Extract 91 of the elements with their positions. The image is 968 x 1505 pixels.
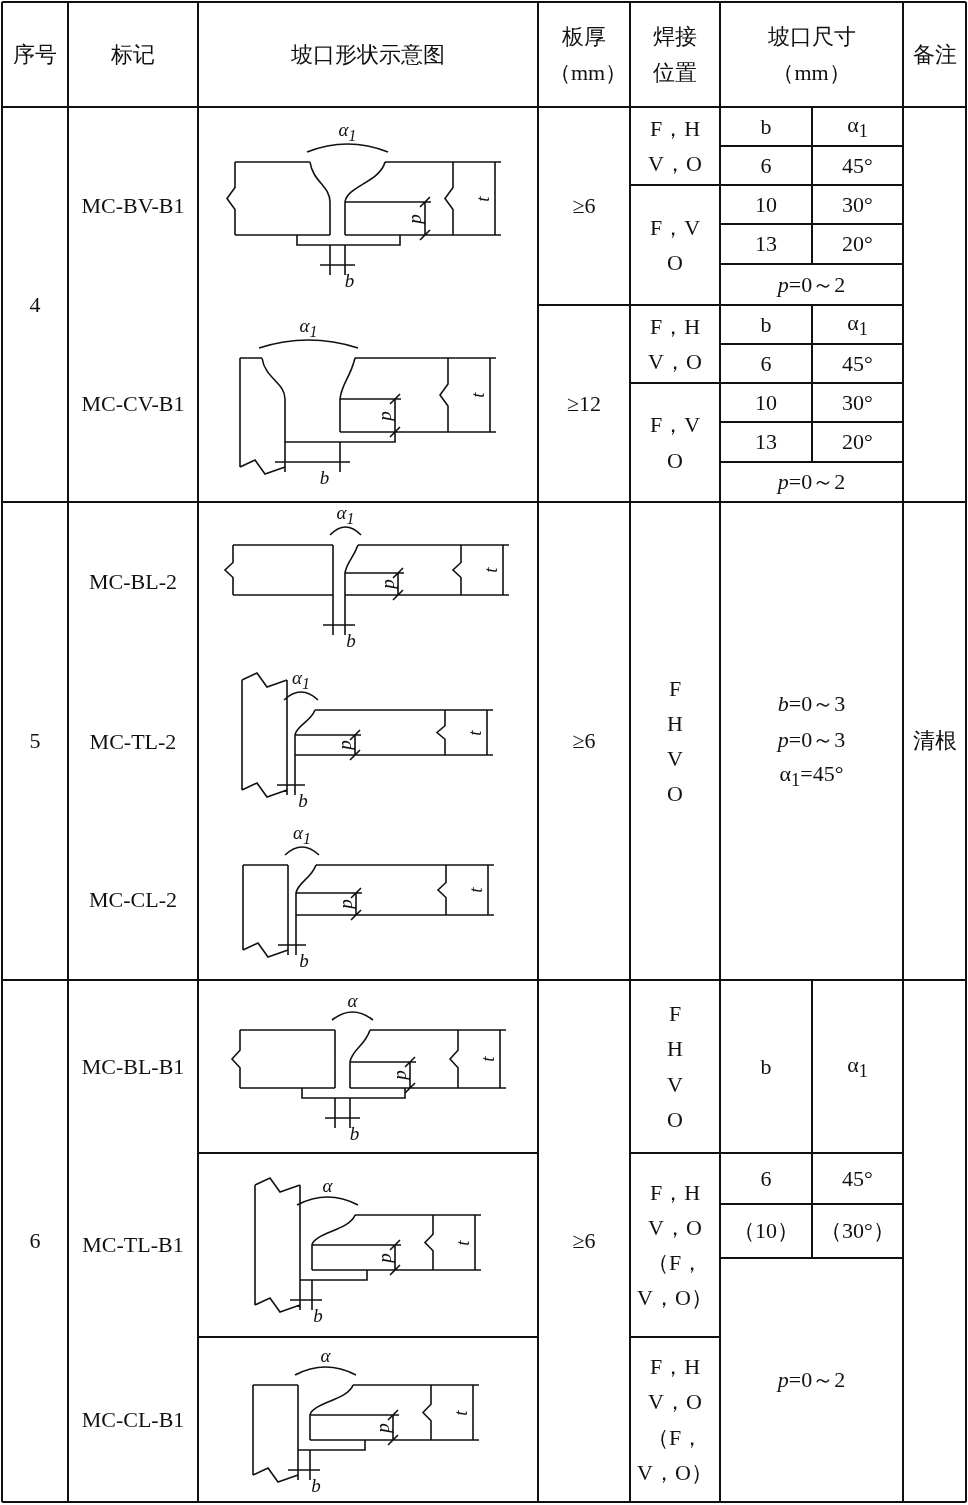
joint-code: MC-CV-B1 <box>81 389 185 418</box>
column-header: 序号 <box>13 40 57 69</box>
dimension-label: t <box>452 1239 472 1246</box>
joint-code: MC-BL-2 <box>89 568 177 597</box>
row-number: 4 <box>29 290 41 319</box>
table-value: 20° <box>842 230 873 259</box>
dimension-label: α$_{1}$ <box>338 120 357 144</box>
thickness-value: ≥6 <box>572 1227 596 1256</box>
table-value: p=0～2 <box>777 468 846 497</box>
table-value: p=0～3 <box>777 726 846 755</box>
table-value: 13 <box>755 428 777 457</box>
column-header: 标记 <box>111 40 155 69</box>
dimension-label: b <box>299 950 309 970</box>
column-header: 备注 <box>912 40 957 69</box>
table-value: （10） <box>733 1217 799 1246</box>
dimension-label: t <box>472 195 492 202</box>
dimension-label: p <box>374 1252 394 1263</box>
table-value: α$_{1}$ <box>847 110 868 144</box>
position-text: F，V O <box>648 213 702 277</box>
table-value: 10 <box>755 190 777 219</box>
table-value: α$_{1}$ <box>847 308 868 342</box>
joint-code: MC-CL-2 <box>89 886 177 915</box>
table-value: 6 <box>760 1164 772 1193</box>
dimension-label: α <box>320 1345 331 1365</box>
table-value: p=0～2 <box>777 1366 846 1395</box>
joint-code: MC-BL-B1 <box>81 1052 185 1081</box>
dimension-label: b <box>349 1123 360 1143</box>
column-header: 坡口尺寸（mm） <box>766 23 857 87</box>
dimension-label: b <box>311 1475 321 1495</box>
thickness-value: ≥12 <box>566 389 602 418</box>
position-text: F H V O <box>666 674 684 809</box>
table-value: 45° <box>842 1164 873 1193</box>
column-header: 坡口形状示意图 <box>291 40 445 69</box>
position-text: F H V O <box>666 1000 684 1134</box>
table-value: α$_{1}$ <box>847 1050 868 1084</box>
position-text: F，H V，O （F，V，O） <box>636 1353 714 1487</box>
dimension-label: t <box>480 567 500 573</box>
table-value: 45° <box>842 151 873 180</box>
thickness-value: ≥6 <box>572 727 596 756</box>
dimension-label: b <box>298 790 308 810</box>
dimension-label: b <box>319 467 330 487</box>
dimension-label: α$_{1}$ <box>292 668 310 692</box>
dimension-label: b <box>313 1305 323 1325</box>
row-number: 5 <box>29 727 41 756</box>
table-value: 45° <box>842 349 873 378</box>
dimension-label: t <box>467 392 487 398</box>
table-value: 6 <box>760 151 772 180</box>
joint-code: MC-TL-B1 <box>82 1231 184 1260</box>
thickness-value: ≥6 <box>572 192 596 221</box>
dimension-label: p <box>335 899 355 909</box>
dimension-label: p <box>404 213 424 224</box>
table-value: 10 <box>755 388 777 417</box>
dimension-label: t <box>465 887 485 893</box>
dimension-label: b <box>346 630 356 650</box>
dimension-label: α <box>347 990 358 1010</box>
table-value: 30° <box>842 190 873 219</box>
table-value: 13 <box>755 230 777 259</box>
table-value: 20° <box>842 428 873 457</box>
row-number: 6 <box>29 1227 41 1256</box>
position-text: F，H V，O <box>647 114 703 178</box>
note-text: 清根 <box>912 727 957 756</box>
dimension-label: t <box>477 1056 497 1062</box>
table-value: p=0～2 <box>777 270 846 299</box>
dimension-label: α$_{1}$ <box>293 823 311 847</box>
column-header: 焊接位置 <box>652 23 698 87</box>
position-text: F，H V，O （F，V，O） <box>636 1178 714 1313</box>
table-value: b <box>760 310 772 339</box>
position-text: F，V O <box>648 411 702 475</box>
column-header: 板厚（mm） <box>549 23 619 87</box>
dimension-label: b <box>344 270 355 290</box>
position-text: F，H V，O <box>647 312 703 376</box>
table-value: 6 <box>760 349 772 378</box>
table-value: b <box>760 1052 772 1081</box>
table-value: 30° <box>842 388 873 417</box>
joint-code: MC-BV-B1 <box>81 192 185 221</box>
dimension-label: α <box>322 1175 333 1195</box>
dimension-label: p <box>389 1070 409 1080</box>
table-value: α$_{1}$=45° <box>779 760 844 793</box>
dimension-label: p <box>377 579 397 589</box>
joint-code: MC-TL-2 <box>89 728 177 757</box>
dimension-label: p <box>334 740 354 750</box>
dimension-label: t <box>450 1409 470 1416</box>
joint-code: MC-CL-B1 <box>81 1405 185 1434</box>
dimension-label: p <box>372 1422 392 1433</box>
dimension-label: α$_{1}$ <box>336 503 355 527</box>
table-value: b <box>760 112 772 141</box>
table-value: b=0～3 <box>777 690 846 719</box>
dimension-label: α$_{1}$ <box>299 316 318 340</box>
table-value: （30°） <box>820 1217 895 1246</box>
dimension-label: p <box>374 410 394 421</box>
dimension-label: t <box>464 729 484 736</box>
